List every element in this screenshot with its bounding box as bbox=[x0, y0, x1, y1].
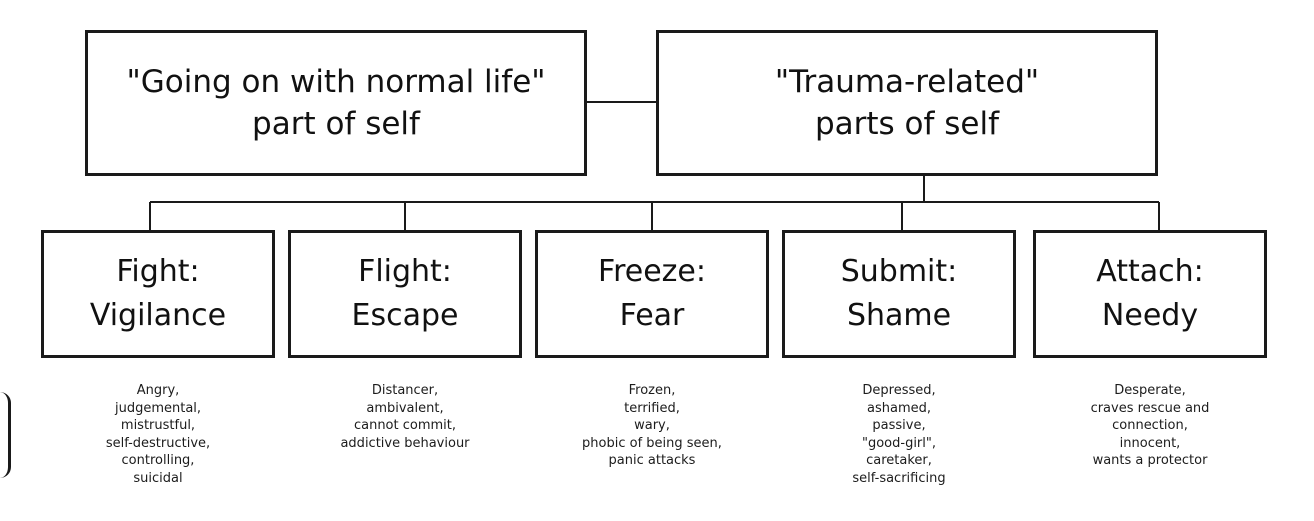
node-submit: Submit: Shame bbox=[782, 230, 1016, 358]
trait-line: Frozen, bbox=[628, 383, 676, 398]
trait-line: self-sacrificing bbox=[852, 470, 946, 486]
node-normal-life: "Going on with normal life" part of self bbox=[85, 30, 587, 176]
node-submit-line-2: Shame bbox=[846, 298, 952, 333]
trait-line: addictive behaviour bbox=[340, 435, 470, 451]
traits-flight: Distancer, ambivalent, cannot commit, ad… bbox=[288, 382, 522, 452]
trait-line: passive, bbox=[872, 418, 926, 433]
trait-line: self-destructive, bbox=[105, 435, 211, 451]
node-submit-line-1: Submit: bbox=[840, 254, 958, 289]
trait-line: cannot commit, bbox=[353, 418, 457, 433]
node-flight-line-2: Escape bbox=[351, 298, 459, 333]
node-fight-line-1: Fight: bbox=[116, 254, 200, 289]
traits-submit: Depressed, ashamed, passive, "good-girl"… bbox=[782, 382, 1016, 487]
trait-line: mistrustful, bbox=[120, 418, 196, 433]
trait-line: craves rescue and bbox=[1090, 400, 1210, 416]
node-freeze-line-2: Fear bbox=[619, 298, 685, 333]
node-freeze: Freeze: Fear bbox=[535, 230, 769, 358]
node-normal-life-line-1: "Going on with normal life" bbox=[126, 64, 546, 100]
trait-line: caretaker, bbox=[866, 453, 932, 468]
trait-line: Distancer, bbox=[371, 383, 439, 398]
node-attach-line-2: Needy bbox=[1101, 298, 1199, 333]
node-attach-line-1: Attach: bbox=[1096, 254, 1204, 289]
cropped-edge-mark bbox=[0, 392, 11, 478]
trait-line: Depressed, bbox=[862, 383, 936, 398]
trait-line: wary, bbox=[634, 418, 670, 433]
trait-line: suicidal bbox=[133, 470, 183, 486]
node-flight: Flight: Escape bbox=[288, 230, 522, 358]
node-flight-line-1: Flight: bbox=[358, 254, 452, 289]
node-fight: Fight: Vigilance bbox=[41, 230, 275, 358]
trait-line: panic attacks bbox=[608, 453, 696, 468]
trait-line: ashamed, bbox=[867, 400, 931, 416]
trait-line: controlling, bbox=[121, 453, 195, 468]
trait-line: connection, bbox=[1112, 418, 1188, 433]
trait-line: Angry, bbox=[136, 383, 180, 398]
node-freeze-line-1: Freeze: bbox=[598, 254, 706, 289]
trait-line: terrified, bbox=[624, 400, 680, 416]
traits-freeze: Frozen, terrified, wary, phobic of being… bbox=[535, 382, 769, 470]
trait-line: wants a protector bbox=[1092, 453, 1208, 468]
trait-line: phobic of being seen, bbox=[582, 435, 722, 451]
trait-line: Desperate, bbox=[1114, 383, 1186, 398]
traits-fight: Angry, judgemental, mistrustful, self-de… bbox=[41, 382, 275, 487]
node-trauma-related-line-2: parts of self bbox=[814, 106, 1000, 142]
node-normal-life-line-2: part of self bbox=[252, 106, 420, 142]
node-fight-line-2: Vigilance bbox=[89, 298, 227, 333]
node-trauma-related: "Trauma-related" parts of self bbox=[656, 30, 1158, 176]
trait-line: "good-girl", bbox=[861, 435, 936, 451]
traits-attach: Desperate, craves rescue and connection,… bbox=[1033, 382, 1267, 470]
trait-line: innocent, bbox=[1119, 435, 1181, 451]
node-attach: Attach: Needy bbox=[1033, 230, 1267, 358]
trait-line: judgemental, bbox=[114, 400, 202, 416]
trait-line: ambivalent, bbox=[366, 400, 444, 416]
node-trauma-related-line-1: "Trauma-related" bbox=[774, 64, 1040, 100]
